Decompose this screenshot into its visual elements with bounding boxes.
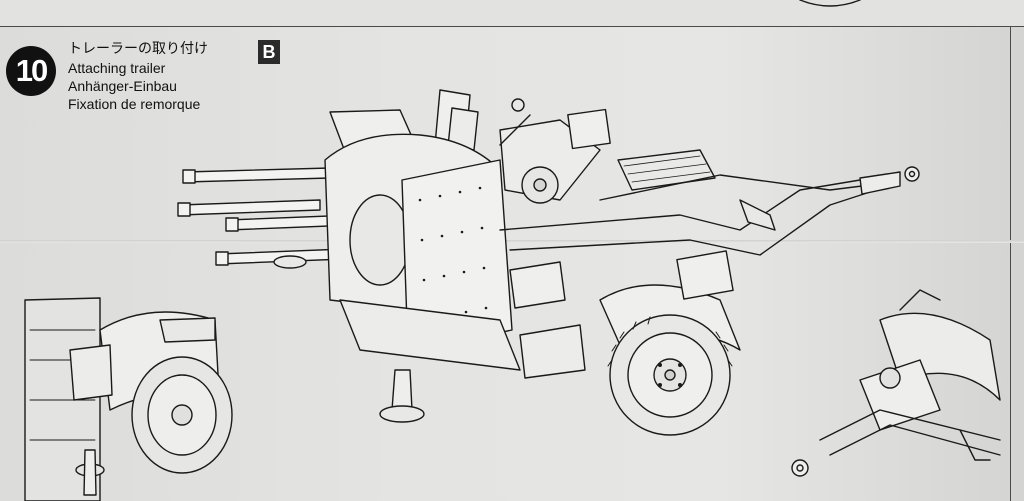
gun-shield bbox=[401, 159, 513, 353]
step-panel bbox=[0, 27, 1011, 501]
vehicle-rear-inset-icon bbox=[24, 297, 233, 501]
title-french: Fixation de remorque bbox=[68, 96, 201, 112]
flak-gun-on-trailer-icon bbox=[177, 89, 920, 436]
title-german: Anhänger-Einbau bbox=[68, 78, 177, 94]
step-titles: トレーラーの取り付け Attaching trailer Anhänger-Ei… bbox=[68, 40, 208, 113]
trailer-wheel bbox=[607, 314, 733, 436]
title-japanese: トレーラーの取り付け bbox=[68, 41, 208, 57]
part-bag-badge: B bbox=[258, 40, 280, 64]
step-number: 10 bbox=[6, 46, 56, 96]
previous-step-strip bbox=[0, 0, 1024, 27]
drawbar-detail-inset-icon bbox=[791, 289, 1001, 477]
title-english: Attaching trailer bbox=[68, 60, 166, 76]
paper-fold bbox=[0, 240, 1024, 243]
previous-wheel-icon bbox=[799, 0, 861, 7]
